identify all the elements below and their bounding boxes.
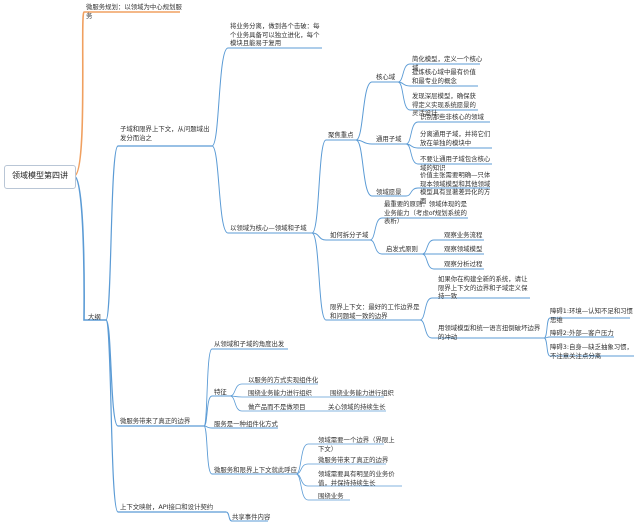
connector-n2-n43	[105, 319, 226, 513]
node-organize-business-2[interactable]: 围绕业务能力进行组织	[330, 389, 394, 397]
node-obstacle-3[interactable]: 障碍3:自身—缺乏抽象习惯，不注意关注点分离	[550, 343, 633, 360]
node-value-proposition[interactable]: 价值主张需要明确—只体现本领域模型和其他领域模型具有显著差异化的方面	[420, 171, 491, 205]
connector-n5-n6	[311, 139, 356, 234]
node-domain-vision[interactable]: 领域愿景	[376, 188, 402, 196]
connector-n6-n11	[355, 139, 406, 145]
node-bounded-context-boundary[interactable]: 限界上下文：最好的工作边界是和问题域一致的边界	[330, 303, 420, 320]
node-identify-noncore[interactable]: 识别那些非核心的领域	[420, 113, 484, 121]
node-deep-model[interactable]: 发现深层模型，确保获得定义实现系统愿景的灵活设计	[412, 92, 476, 118]
node-new-system[interactable]: 如果你在构建全新的系统，请让限界上下文的边界和子域定义保持一致	[438, 275, 528, 301]
connector-root-n2	[73, 175, 106, 321]
node-heuristic-principle[interactable]: 启发式原则	[386, 245, 418, 253]
connector-n19-n22	[421, 253, 484, 270]
node-business-value[interactable]: 领域需要具有明显的业务价值，并保持持续生长	[318, 470, 395, 487]
node-separate-generic[interactable]: 分离通用子域，并将它们放在单独的模块中	[420, 130, 491, 147]
node-outline[interactable]: 大纲	[88, 313, 101, 321]
node-observe-model[interactable]: 观察领域模型	[444, 245, 483, 253]
connector-n6-n15	[355, 139, 406, 197]
connector-n11-n14	[405, 143, 492, 165]
connector-n5-n23	[311, 232, 420, 321]
connector-n15-n16	[405, 187, 490, 197]
node-focus[interactable]: 聚焦重点	[328, 131, 354, 139]
connector-n7-n10	[397, 81, 478, 111]
connector-n2-n29	[105, 319, 204, 427]
node-service-component[interactable]: 服务是一种组件化方式	[214, 420, 278, 428]
connector-n2-n3	[105, 145, 212, 321]
connector-root-n1	[73, 11, 180, 177]
connector-n19-n20	[421, 239, 484, 255]
connector-n7-n8	[397, 63, 480, 83]
node-how-to-split[interactable]: 如何拆分子域	[330, 231, 369, 239]
connector-n17-n19	[369, 239, 422, 255]
connector-n7-n9	[397, 81, 478, 87]
connector-n29-n31	[203, 395, 230, 427]
node-microservice-planning[interactable]: 微服务规划：以领域为中心规划服务	[86, 3, 182, 20]
node-no-core-knowledge[interactable]: 不要让通用子域包含核心域的知识	[420, 155, 491, 172]
connector-n29-n30	[203, 348, 288, 427]
connector-n23-n24	[419, 297, 530, 321]
node-around-business[interactable]: 围绕业务	[318, 492, 344, 500]
connector-n3-n4	[211, 47, 322, 147]
connector-n31-n35	[229, 395, 310, 412]
connector-n38-n40	[295, 463, 386, 475]
connector-n17-n18	[369, 217, 468, 241]
node-observe-process[interactable]: 观察业务流程	[444, 231, 483, 239]
connector-n11-n13	[405, 143, 492, 149]
node-unified-language[interactable]: 用领域模型和统一语言扭倒破坏边界的冲动	[438, 324, 541, 341]
node-real-boundary[interactable]: 微服务带来了真正的边界	[318, 456, 389, 464]
node-obstacle-1[interactable]: 障碍1:环境—认知不足和习惯思维	[550, 307, 633, 324]
node-obstacle-2[interactable]: 障碍2:外部—客户压力	[550, 329, 614, 337]
node-generic-subdomain[interactable]: 通用子域	[376, 135, 402, 143]
node-domain-core[interactable]: 以领域为核心—领域和子域	[230, 224, 307, 232]
node-refine-core[interactable]: 提炼核心域中最有价值和最专业的概念	[412, 68, 476, 85]
connector-n38-n39	[295, 443, 384, 475]
node-domain-needs-boundary[interactable]: 领域需要一个边界（界限上下文）	[318, 436, 395, 453]
connector-n31-n33	[229, 395, 310, 398]
node-subdomain-bounded-context[interactable]: 子域和限界上下文，从问题域出发分而治之	[120, 125, 210, 142]
node-care-domain-growth[interactable]: 关心领域的持续生长	[328, 403, 386, 411]
connector-n5-n17	[311, 232, 370, 241]
connector-n29-n37	[203, 425, 278, 429]
node-shared-event[interactable]: 共享事件内容	[232, 513, 271, 521]
connector-n25-n27	[543, 336, 614, 339]
connector-n29-n38	[203, 425, 296, 475]
node-observe-analysis[interactable]: 观察分析过程	[444, 260, 483, 268]
node-componentize-service[interactable]: 以服务的方式实现组件化	[248, 376, 319, 384]
connector-n25-n26	[543, 317, 630, 339]
node-features[interactable]: 特征	[214, 388, 227, 396]
node-microservice-boundary[interactable]: 微服务带来了真正的边界	[120, 417, 191, 425]
root-node[interactable]: 领域模型第四讲	[4, 165, 76, 189]
connector-n6-n7	[355, 81, 398, 141]
connector-n23-n25	[419, 319, 544, 339]
node-most-important-principle[interactable]: 最重要的原则：领域体现的是业务能力（考虑of规划系统的表析）	[384, 200, 468, 226]
connector-n38-n42	[295, 473, 350, 501]
connector-n31-n32	[229, 383, 318, 397]
node-organize-business[interactable]: 围绕业务能力进行组织	[248, 389, 312, 397]
connector-n3-n5	[211, 145, 312, 234]
connector-n11-n12	[405, 121, 490, 145]
node-context-mapping[interactable]: 上下文映射，API接口和设计契约	[120, 503, 214, 511]
connector-n43-n44	[225, 511, 268, 522]
node-core-domain[interactable]: 核心域	[376, 73, 396, 81]
node-simplify-model[interactable]: 简化模型，定义一个核心域	[412, 55, 483, 72]
node-separate-business[interactable]: 将业务分离，做到各个击破：每个业务具备可以独立进化，每个模块且能易于复用	[230, 22, 320, 48]
node-product-not-project[interactable]: 做产品而不是做项目	[248, 403, 306, 411]
connector-n25-n28	[543, 337, 634, 357]
node-from-domain[interactable]: 从领域和子域的角度出发	[214, 340, 285, 348]
node-microservice-context[interactable]: 微服务和限界上下文就此呼应	[214, 466, 298, 474]
